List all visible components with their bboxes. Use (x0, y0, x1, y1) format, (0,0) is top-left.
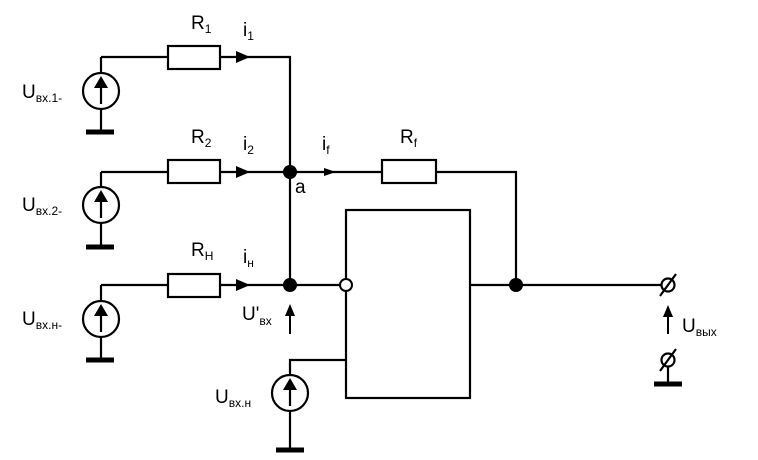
inverting-input-marker (339, 278, 353, 292)
output-terminal-top (659, 273, 677, 297)
resistor-r2 (166, 158, 222, 185)
label-i1: i1 (243, 20, 254, 43)
voltage-arrow-uout (663, 305, 673, 334)
source-u1 (81, 71, 121, 111)
wires (99, 55, 668, 450)
resistor-r1 (166, 44, 222, 71)
resistor-rf (380, 158, 438, 185)
source-u2 (81, 185, 121, 225)
source-un-noninverting (270, 373, 310, 413)
label-uout: Uвых (682, 316, 717, 339)
voltage-arrow-uin-prime (285, 304, 295, 334)
label-rn: RH (191, 240, 213, 263)
label-u2: Uвх.2- (22, 195, 62, 218)
current-arrows (236, 51, 336, 291)
label-un-noninverting: Uвх.н (215, 387, 251, 410)
resistor-rn (166, 272, 222, 299)
label-un-inverting: Uвх.н- (22, 309, 62, 332)
opamp-block (344, 208, 472, 400)
label-i2: i2 (243, 134, 254, 157)
label-uin-prime: U'вх (242, 304, 272, 328)
label-node-a: a (295, 177, 306, 198)
label-u1: Uвх.1- (22, 82, 62, 105)
ground-symbols (86, 129, 304, 453)
output-terminal-bottom (654, 348, 682, 387)
label-r2: R2 (191, 127, 212, 150)
label-r1: R1 (191, 13, 212, 36)
label-rf: Rf (400, 127, 418, 150)
label-if: if (322, 134, 330, 157)
source-un-inverting (81, 299, 121, 339)
label-in: iн (243, 247, 254, 270)
junction-dots (283, 165, 523, 292)
